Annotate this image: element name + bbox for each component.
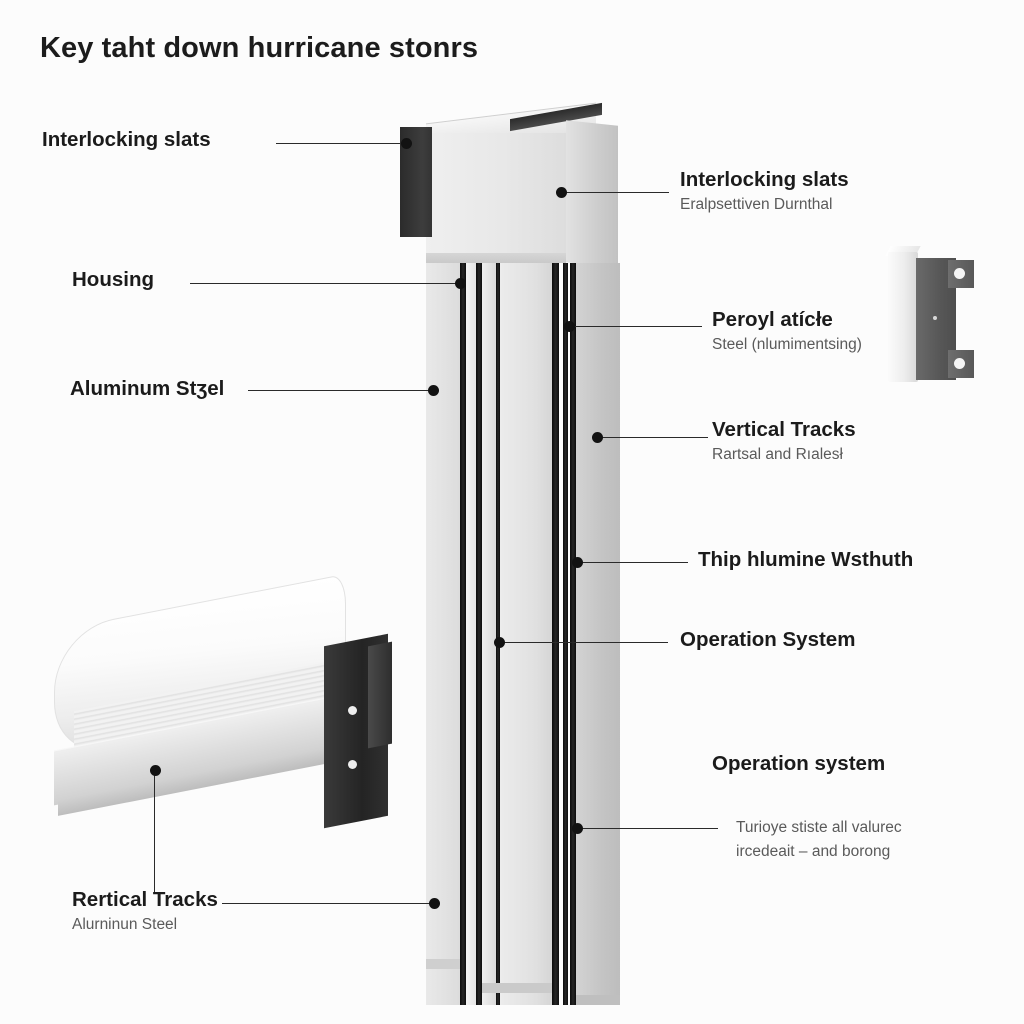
callout-title: Vertical Tracks	[712, 418, 856, 441]
leader-dot-footnote	[572, 823, 583, 834]
footnote-line-2: ircedeait – and borong	[736, 843, 891, 861]
leader-line-operation-system	[500, 642, 668, 643]
callout-title: Thip hlumine Wsthuth	[698, 548, 914, 571]
leader-dot-peroul-aticle	[564, 321, 575, 332]
slat-groove	[476, 263, 482, 1005]
callout-subtitle: Eralpsettiven Durnthal	[680, 196, 833, 214]
leader-line-thip-hlumine	[578, 562, 688, 563]
leader-dot-vertical-tracks	[592, 432, 603, 443]
roller-end-plate	[368, 641, 392, 749]
roller-bracket-hole	[348, 760, 357, 769]
callout-title: Rertical Tracks	[72, 888, 218, 911]
callout-title: Peroуl atícłe	[712, 308, 833, 331]
callout-title: Housing	[72, 268, 154, 291]
slat-bottom-cap	[576, 995, 620, 1005]
rolled-shutter-illustration	[48, 573, 400, 860]
leader-dot-operation-system	[494, 637, 505, 648]
slat-groove	[496, 263, 500, 1005]
track-profile	[888, 252, 918, 382]
leader-line-peroul-aticle	[570, 326, 702, 327]
leader-line-rertical-tracks	[222, 903, 434, 904]
leader-line-roller-callout	[154, 775, 155, 893]
slat-panel	[576, 263, 620, 1005]
leader-dot-interlocking-slats-left	[401, 138, 412, 149]
slat-groove	[460, 263, 466, 1005]
leader-line-interlocking-slats-left	[276, 143, 406, 144]
leader-line-interlocking-slats-right	[561, 192, 669, 193]
leader-dot-interlocking-slats-right	[556, 187, 567, 198]
slat-groove	[570, 263, 576, 1005]
callout-interlocking-slats-right: Interlocking slats Eralpsettiven Durntha…	[680, 168, 849, 217]
leader-dot-rertical-tracks	[429, 898, 440, 909]
callout-operation-system-2: Operation system	[712, 752, 885, 776]
callout-title: Interlocking slats	[680, 168, 849, 191]
slat-groove	[552, 263, 559, 1005]
callout-peroul-aticle: Peroуl atícłe Steel (nlumimentsing)	[712, 308, 862, 357]
callout-operation-system: Operation System	[680, 628, 855, 652]
track-mount-hole	[954, 358, 965, 369]
slat-groove	[563, 263, 568, 1005]
callout-vertical-tracks: Vertical Tracks Rartsal and Rıalesł	[712, 418, 856, 467]
callout-subtitle: Steel (nlumimentsing)	[712, 336, 862, 354]
callout-housing: Housing	[72, 268, 154, 292]
leader-line-footnote	[578, 828, 718, 829]
slat-panel	[426, 263, 460, 1005]
slat-panel	[482, 263, 496, 1005]
slat-bottom-cap	[482, 983, 552, 993]
track-mount-hole	[954, 268, 965, 279]
footnote-line-1: Turioye stiste all valurec	[736, 819, 902, 836]
callout-title: Interlocking slats	[42, 128, 211, 151]
callout-title: Aluminum Stʒel	[70, 377, 225, 400]
callout-interlocking-slats-left: Interlocking slats	[42, 128, 211, 152]
slat-panel	[500, 263, 552, 1005]
callout-footnote: Turioye stiste all valurec ircedeait – a…	[736, 815, 902, 864]
leader-dot-housing	[455, 278, 466, 289]
leader-line-aluminum-steel	[248, 390, 432, 391]
leader-line-vertical-tracks	[598, 437, 708, 438]
callout-rertical-tracks: Rertical Tracks Alurninun Steel	[72, 888, 218, 937]
callout-subtitle: Alurninun Steel	[72, 916, 178, 934]
housing-bottom-lip	[426, 253, 566, 263]
leader-line-housing	[190, 283, 460, 284]
callout-thip-hlumine: Thip hlumine Wsthuth	[698, 548, 913, 572]
vertical-track-bracket-illustration	[885, 246, 984, 388]
callout-title: Operation System	[680, 628, 856, 651]
page-title: Key taht down hurricane stonrs	[40, 32, 479, 64]
housing-front-face	[426, 133, 566, 263]
roller-bracket-hole	[348, 706, 357, 715]
slat-panel	[466, 263, 476, 1005]
leader-dot-aluminum-steel	[428, 385, 439, 396]
slat-bottom-cap	[426, 959, 460, 969]
slat-body	[426, 263, 620, 1005]
housing-side-face	[566, 120, 618, 268]
track-center-dot	[933, 316, 937, 320]
callout-aluminum-steel: Aluminum Stʒel	[70, 377, 224, 401]
leader-dot-thip-hlumine	[572, 557, 583, 568]
callout-subtitle: Rartsal and Rıalesł	[712, 446, 843, 464]
shutter-column-illustration	[398, 102, 623, 1005]
callout-title: Operation system	[712, 752, 886, 775]
leader-dot-roller-callout	[150, 765, 161, 776]
